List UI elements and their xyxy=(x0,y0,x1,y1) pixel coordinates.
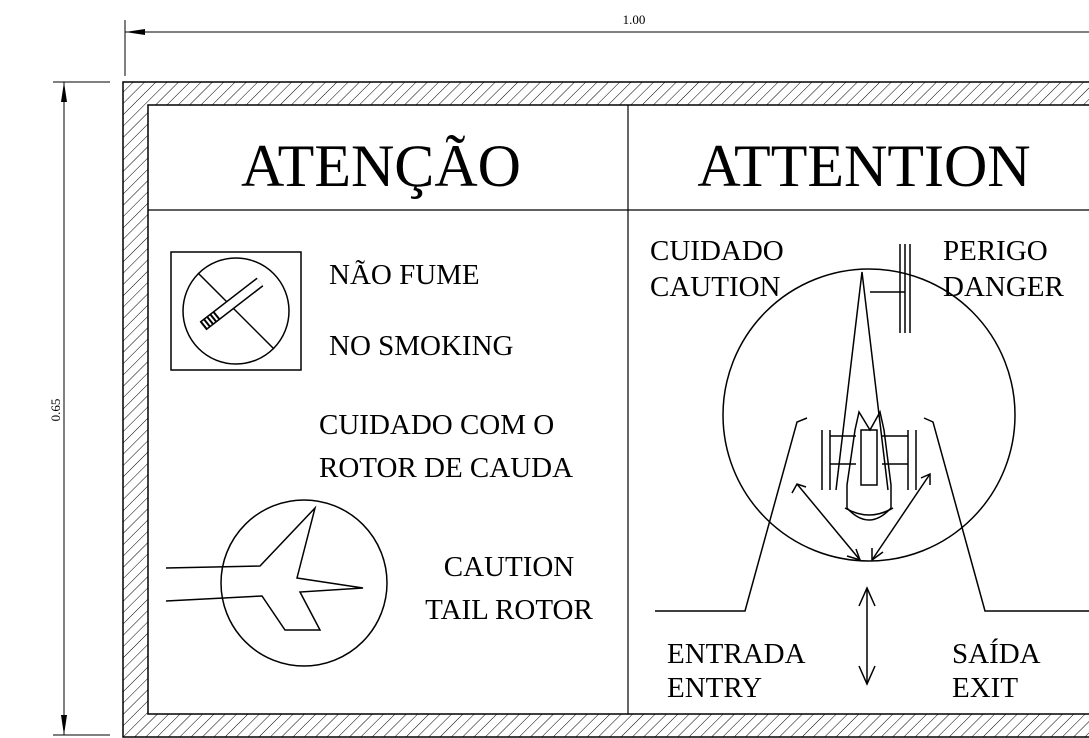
exit-en: EXIT xyxy=(952,672,1018,704)
rotor-disk xyxy=(722,268,1016,562)
height-dimension: 0.65 xyxy=(48,81,110,736)
left-title: ATENÇÃO xyxy=(241,133,521,199)
helicopter-approach-diagram xyxy=(655,244,1089,686)
placard-frame xyxy=(122,81,1089,738)
tail-rotor-pt-line2: ROTOR DE CAUDA xyxy=(319,452,573,484)
width-label: 1.00 xyxy=(623,12,646,27)
tail-rotor-pt-line1: CUIDADO COM O xyxy=(319,409,554,441)
exit-pt: SAÍDA xyxy=(952,637,1041,670)
entry-en: ENTRY xyxy=(667,672,762,704)
danger-pt: PERIGO xyxy=(943,235,1048,267)
danger-en: DANGER xyxy=(943,271,1064,303)
no-smoking-icon xyxy=(170,251,302,371)
caution-en: CAUTION xyxy=(650,271,781,303)
caution-pt: CUIDADO xyxy=(650,235,784,267)
entry-pt: ENTRADA xyxy=(667,638,806,670)
right-title: ATTENTION xyxy=(697,133,1030,199)
no-smoking-pt: NÃO FUME xyxy=(329,259,480,291)
no-smoking-en: NO SMOKING xyxy=(329,330,514,362)
height-label: 0.65 xyxy=(48,399,63,422)
tail-rotor-en-line1: CAUTION xyxy=(444,551,575,583)
width-dimension: 1.00 xyxy=(124,12,1089,76)
tail-rotor-en-line2: TAIL ROTOR xyxy=(425,594,593,626)
tail-rotor-icon xyxy=(165,499,388,667)
